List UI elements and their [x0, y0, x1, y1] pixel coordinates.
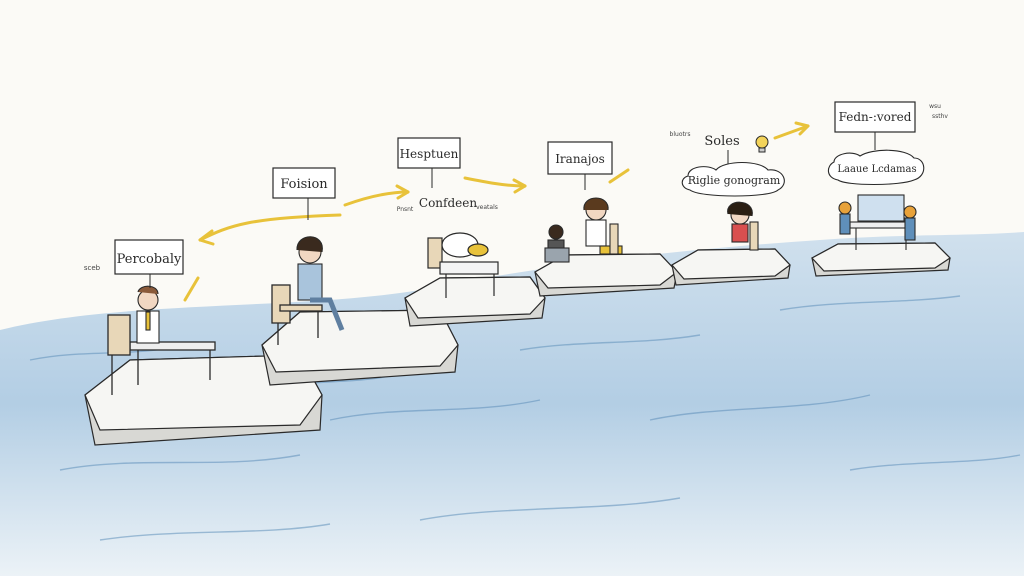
- sign-1-box: [114, 239, 184, 275]
- person-4b: [544, 224, 570, 263]
- water: [0, 232, 1024, 576]
- sign-6-text: Fedn-:vored: [839, 110, 912, 124]
- progress-arrows: [183, 121, 810, 302]
- ice-platform-5: [671, 248, 791, 286]
- note-6b: ssthv: [932, 113, 948, 120]
- water-ripples: [29, 295, 1021, 541]
- sign-3-box: [397, 137, 461, 169]
- sign-2-box: [272, 167, 336, 199]
- caption-3-text: Confdeen: [419, 196, 477, 210]
- ice-platform-2: [261, 309, 459, 386]
- sign-2-text: Foision: [280, 177, 328, 192]
- note-6a: wsu: [929, 103, 941, 110]
- person-4: [583, 197, 623, 255]
- person-2: [296, 236, 345, 331]
- cloud-6-text: Laaue Lcdamas: [837, 164, 916, 175]
- note-3a: Pnsnt: [397, 206, 414, 213]
- lightbulb-icon: [755, 135, 769, 153]
- person-1: [136, 285, 160, 344]
- note-3b: veatals: [476, 204, 498, 211]
- ice-platform-1: [84, 354, 323, 446]
- ice-platform-4: [534, 253, 678, 297]
- ice-platform-3: [404, 276, 546, 327]
- sign-3-text: Hesptuen: [400, 147, 459, 161]
- cloud-6-bubble: [827, 149, 925, 185]
- workstation-6: [838, 194, 917, 250]
- sign-4-box: [547, 141, 613, 175]
- sign-4-text: Iranajos: [555, 152, 605, 166]
- cloud-5-bubble: [681, 161, 785, 197]
- bed-3: [427, 232, 499, 298]
- chair-2: [271, 284, 323, 345]
- note-5: bluotrs: [670, 131, 691, 138]
- sign-1-text: Percobaly: [117, 252, 182, 267]
- ice-platform-6: [811, 242, 951, 277]
- desk-1: [107, 314, 216, 395]
- note-left: sceb: [84, 264, 101, 272]
- person-5: [727, 201, 759, 251]
- cloud-5-text: Riglie gonogram: [688, 174, 781, 187]
- sign-5-text: Soles: [704, 134, 739, 149]
